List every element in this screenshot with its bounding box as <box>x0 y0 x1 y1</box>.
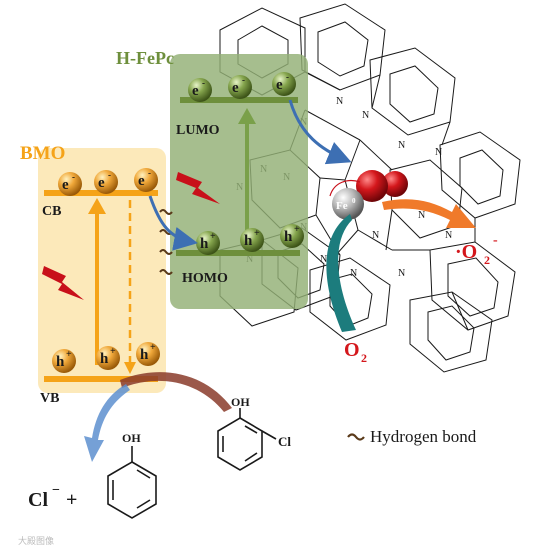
n-atom-label: N <box>418 210 425 221</box>
hole-label: h <box>56 354 65 370</box>
o2-adsorption-arrow <box>326 214 356 332</box>
electron-label: e <box>62 177 69 193</box>
hole-charge: + <box>210 231 216 242</box>
electron-label: e <box>192 83 199 99</box>
hole-charge: + <box>254 228 260 239</box>
n-atom-label: N <box>320 254 327 265</box>
dechlorination-arrow-blue <box>84 384 130 462</box>
hfepc-excitation-arrowhead <box>238 108 256 124</box>
superoxide-arrow <box>382 199 476 228</box>
phenol-molecule <box>107 446 157 519</box>
chlorophenol-oh: OH <box>231 395 250 409</box>
bmo-excitation-arrowhead <box>88 198 106 214</box>
electron-charge: - <box>148 168 151 178</box>
hydrogen-bond-legend: Hydrogen bond <box>370 427 477 446</box>
lumo-label: LUMO <box>176 123 220 138</box>
electron-charge: - <box>242 75 245 85</box>
plus-sign: + <box>66 489 77 511</box>
homo-band <box>176 250 300 256</box>
hole-charge: + <box>150 342 156 353</box>
hole-label: h <box>200 236 209 252</box>
vb-band <box>44 376 158 382</box>
electron-charge: - <box>286 72 289 82</box>
n-atom-label: N <box>350 268 357 279</box>
hfepc-holes: h + h + h + <box>196 224 304 255</box>
bmo-recombination-arrowhead <box>124 362 136 374</box>
electron-charge: - <box>108 170 111 180</box>
superoxide-subscript: 2 <box>484 253 490 267</box>
n-atom-label: N <box>435 147 442 158</box>
bmo-panel <box>38 148 166 393</box>
lightning-icon <box>42 266 84 300</box>
cb-band <box>44 190 158 196</box>
watermark: 大殿图像 <box>18 535 54 546</box>
vb-label: VB <box>40 391 59 406</box>
n-atom-label: N <box>398 268 405 279</box>
electron-label: e <box>98 175 105 191</box>
cb-to-homo-arrow <box>148 195 198 251</box>
o2-subscript: 2 <box>361 351 367 365</box>
homo-label: HOMO <box>182 271 228 286</box>
phenol-oh: OH <box>122 431 141 445</box>
electron-charge: - <box>72 172 75 182</box>
hole-charge: + <box>110 346 116 357</box>
bmo-holes: h + h + h + <box>52 342 160 373</box>
lightning-icon <box>176 172 220 204</box>
fe-label: Fe <box>336 200 348 212</box>
hole-label: h <box>140 347 149 363</box>
fe-o2-complex: Fe 0 <box>329 170 408 220</box>
hole-charge: + <box>66 349 72 360</box>
cb-label: CB <box>42 204 61 219</box>
hole-label: h <box>100 351 109 367</box>
electron-label: e <box>138 173 145 189</box>
lumo-to-fe-arrow <box>288 99 352 165</box>
bmo-electrons: e - e - e - <box>58 168 158 196</box>
hole-label: h <box>284 229 293 245</box>
tilde-icon <box>347 433 365 441</box>
n-atom-label: N <box>336 96 343 107</box>
n-atom-label: N <box>398 140 405 151</box>
n-atom-label: N <box>362 110 369 121</box>
chlorophenol-molecule <box>217 408 277 471</box>
bmo-title: BMO <box>20 143 65 164</box>
electron-charge: - <box>202 78 205 88</box>
chlorophenol-cl: Cl <box>278 434 291 449</box>
hfepc-title: H-FePc <box>116 48 174 68</box>
o2-label: O <box>344 339 360 361</box>
lumo-band <box>180 97 298 103</box>
chloride-charge: − <box>52 483 60 498</box>
hfepc-electrons: e - e - e - <box>188 72 296 102</box>
dechlorination-arrow-brown <box>120 372 232 412</box>
electron-label: e <box>232 80 239 96</box>
n-atom-label: N <box>445 230 452 241</box>
superoxide-charge: - <box>493 233 498 248</box>
superoxide-label: ·O <box>455 241 477 263</box>
electron-label: e <box>276 77 283 93</box>
n-atom-label: N <box>372 230 379 241</box>
hole-label: h <box>244 233 253 249</box>
fe-oxidation: 0 <box>352 197 356 205</box>
chloride-ion: Cl <box>28 489 48 511</box>
hole-charge: + <box>294 224 300 235</box>
